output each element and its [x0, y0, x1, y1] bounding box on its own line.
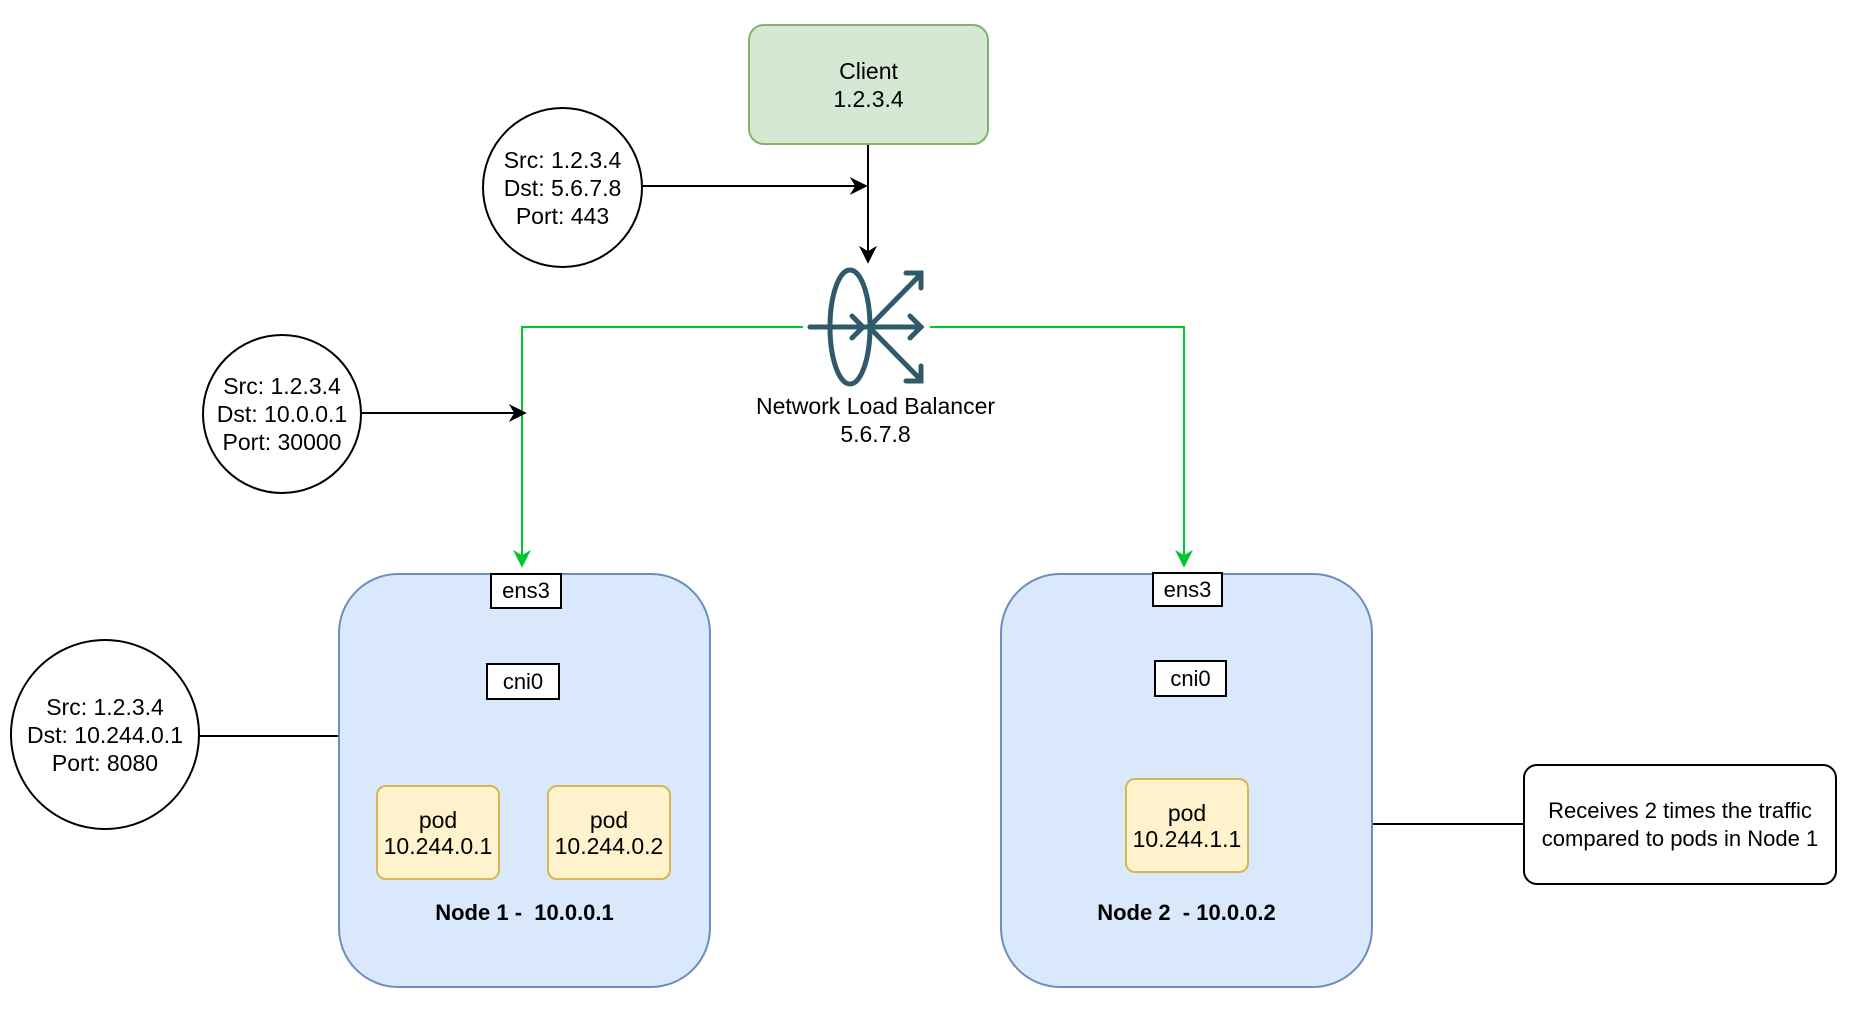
packet-info-circle-1: Src: 1.2.3.4 Dst: 5.6.7.8 Port: 443 — [482, 107, 643, 268]
node-1-pod-2-ip: 10.244.0.2 — [554, 832, 664, 859]
packet-3-src: Src: 1.2.3.4 — [46, 693, 164, 720]
load-balancer-ip: 5.6.7.8 — [840, 421, 911, 447]
packet-2-src: Src: 1.2.3.4 — [223, 373, 341, 399]
node-2-label: Node 2 - 10.0.0.2 — [1097, 900, 1276, 925]
node-1-pod-1-ip: 10.244.0.1 — [383, 832, 493, 859]
packet-info-circle-2: Src: 1.2.3.4 Dst: 10.0.0.1 Port: 30000 — [202, 334, 362, 494]
load-balancer-name: Network Load Balancer — [755, 393, 996, 419]
packet-1-port: Port: 443 — [515, 202, 610, 229]
node-1-label: Node 1 - 10.0.0.1 — [435, 900, 614, 925]
packet-1-src: Src: 1.2.3.4 — [503, 146, 622, 173]
lb-to-node2-flow — [930, 326, 1193, 568]
client-ip: 1.2.3.4 — [833, 85, 904, 112]
client-name: Client — [839, 57, 898, 84]
node-1-cni0-bridge: cni0 — [486, 663, 560, 700]
traffic-note-line-2: compared to pods in Node 1 — [1541, 825, 1819, 851]
node-2-cni0-bridge: cni0 — [1154, 660, 1227, 697]
node-1-pod-1: pod 10.244.0.1 — [376, 785, 500, 880]
load-balancer-label: Network Load Balancer 5.6.7.8 — [718, 392, 1033, 448]
node-2-pod-1: pod 10.244.1.1 — [1125, 778, 1249, 873]
packet-2-dst: Dst: 10.0.0.1 — [216, 401, 348, 427]
node-2-ens3-interface: ens3 — [1152, 572, 1223, 607]
packet-info-circle-3: Src: 1.2.3.4 Dst: 10.244.0.1 Port: 8080 — [10, 639, 200, 830]
node-1-pod-1-name: pod — [418, 806, 458, 833]
traffic-note-line-1: Receives 2 times the traffic — [1548, 797, 1812, 823]
node-1-pod-2-name: pod — [589, 806, 629, 833]
node-2-pod-1-name: pod — [1167, 799, 1207, 826]
lb-to-node1-flow — [513, 326, 803, 568]
packet-1-dst: Dst: 5.6.7.8 — [503, 174, 622, 201]
traffic-note: Receives 2 times the traffic compared to… — [1523, 764, 1837, 885]
packet-3-dst: Dst: 10.244.0.1 — [27, 721, 183, 748]
client-box: Client 1.2.3.4 — [748, 24, 989, 145]
packet-2-port: Port: 30000 — [222, 429, 342, 455]
node-1-ens3-interface: ens3 — [490, 573, 562, 609]
packet-3-port: Port: 8080 — [51, 749, 159, 776]
node-2-pod-1-ip: 10.244.1.1 — [1132, 825, 1242, 852]
node-1-pod-2: pod 10.244.0.2 — [547, 785, 671, 880]
network-load-balancer-icon — [807, 267, 925, 387]
